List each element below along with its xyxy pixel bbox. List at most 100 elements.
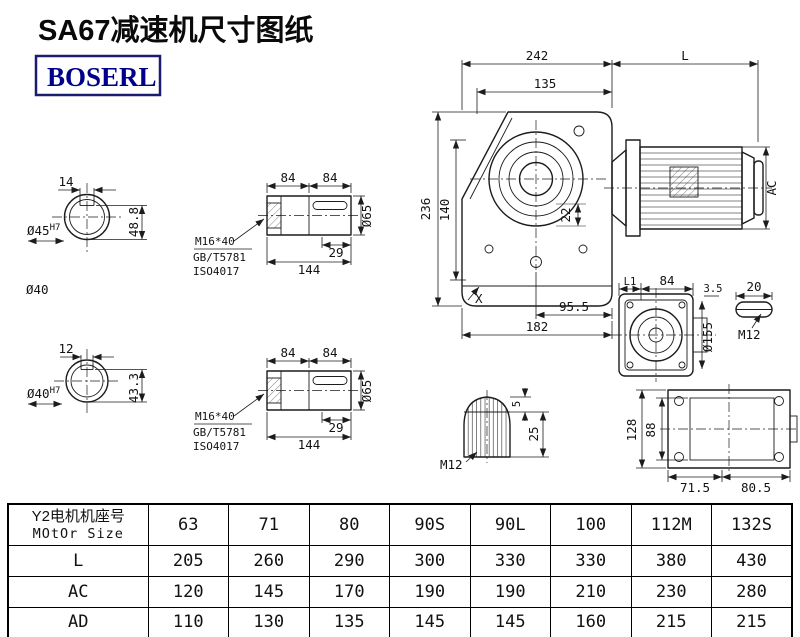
shaft-side-view-top: 84 84 29 144 Ø65 M16*40 GB/T5781 ISO4017	[193, 170, 374, 278]
dim-housing-height: 236	[418, 198, 433, 221]
dim-housing-width: 242	[526, 48, 549, 63]
note-bolt: M16*40	[195, 235, 235, 248]
keyway	[312, 201, 348, 210]
label-m12: M12	[440, 457, 463, 472]
table-cell-frame: 100	[550, 503, 632, 546]
table-cell: 110	[147, 606, 229, 637]
dim-seg1: 84	[280, 170, 295, 185]
gearbox-housing	[461, 111, 613, 307]
shaft-outer-circle	[65, 359, 109, 403]
shaft-bore-circle	[69, 199, 105, 235]
note-bolt: M16*40	[195, 410, 235, 423]
drawing-sheet: SA67减速机尺寸图纸 BOSERL 14 Ø45H7 48.8 Ø40	[26, 13, 799, 495]
shaft-outer-circle	[63, 193, 111, 241]
dim-shaft-dia: Ø65	[359, 205, 374, 228]
table-cell-frame: 80	[308, 503, 390, 546]
note-standard-2: ISO4017	[193, 265, 239, 278]
table-cell: 130	[228, 606, 310, 637]
dim-tip: 5	[511, 401, 523, 407]
table-cell: 330	[469, 544, 551, 577]
table-cell-motor-size: Y2电机机座号 MOtOr Size	[7, 503, 149, 546]
note-standard-1: GB/T5781	[193, 251, 246, 264]
table-cell: 145	[228, 575, 310, 608]
logo-box	[34, 54, 162, 97]
table-cell: 190	[389, 575, 471, 608]
dim-plug-height: 25	[526, 426, 541, 441]
table-cell: 190	[469, 575, 551, 608]
dim-3-5: 3.5	[704, 283, 723, 295]
dim-total-length: 144	[298, 437, 321, 452]
dim-seg1: 84	[280, 345, 295, 360]
table-cell: 145	[469, 606, 551, 637]
table-cell: 205	[147, 544, 229, 577]
dim-dia-155: Ø155	[700, 322, 715, 352]
label-dia40: Ø40	[26, 282, 49, 297]
table-cell-frame: 90S	[389, 503, 471, 546]
center-hole-hatch	[266, 202, 282, 229]
table-row-label: AC	[7, 575, 149, 608]
table-cell: 120	[147, 575, 229, 608]
table-cell: 280	[711, 575, 793, 608]
dim-center-height: 140	[437, 199, 452, 222]
dim-key-length: 29	[328, 245, 343, 260]
table-cell: 300	[389, 544, 471, 577]
table-cell-frame: 63	[147, 503, 229, 546]
dim-motor-height: AC	[764, 180, 779, 195]
motor-dimension-table: Y2电机机座号 MOtOr Size 63 71 80 90S 90L 100 …	[7, 503, 793, 637]
table-cell: 210	[550, 575, 632, 608]
plug-detail: 5 25 M12	[440, 388, 549, 472]
page-title: SA67减速机尺寸图纸	[38, 13, 314, 47]
table-row-label: L	[7, 544, 149, 577]
side-view: L1 84 3.5 Ø155 20 M12	[612, 273, 773, 382]
dim-mount-height: 128	[624, 419, 639, 442]
brand-logo: BOSERL	[47, 62, 157, 92]
dim-95-5: 95.5	[559, 299, 589, 314]
table-cell: 170	[308, 575, 390, 608]
dim-diameter-label: Ø40H7	[27, 386, 60, 401]
dim-key-width: 20	[746, 279, 761, 294]
table-cell: 215	[630, 606, 712, 637]
main-front-view: 242 L 135 236 140 22 95.5 182 X AC	[418, 48, 779, 339]
dim-section-height: 48.8	[126, 207, 141, 237]
shaft-section-bottom: 12 Ø40H7 43.3	[27, 341, 147, 414]
dim-keyway-width: 12	[58, 341, 73, 356]
table-cell: 160	[550, 606, 632, 637]
table-cell: 430	[711, 544, 793, 577]
header-en: MOtOr Size	[32, 526, 124, 543]
dim-key-length: 29	[328, 420, 343, 435]
label-m12: M12	[738, 327, 761, 342]
table-cell: 135	[308, 606, 390, 637]
dim-diameter-label: Ø45H7	[27, 223, 60, 238]
dim-inner-height: 88	[643, 422, 658, 437]
dim-foot2: 80.5	[741, 480, 771, 495]
dim-section-height: 43.3	[126, 373, 141, 403]
motor-terminal-box	[669, 166, 699, 198]
center-hole-hatch	[266, 377, 282, 404]
title-block: SA67减速机尺寸图纸 BOSERL	[34, 13, 314, 97]
table-cell: 215	[711, 606, 793, 637]
bottom-mount-view: 128 88 71.5 80.5	[624, 384, 799, 495]
dim-motor-length: L	[681, 48, 689, 63]
dim-l1: L1	[624, 276, 637, 288]
dim-182: 182	[526, 319, 549, 334]
table-row-AD: AD 110 130 135 145 145 160 215 215	[7, 606, 793, 637]
dim-shaft-dia: Ø65	[359, 380, 374, 403]
table-cell: 290	[308, 544, 390, 577]
table-row-label: AD	[7, 606, 149, 637]
table-header-row: Y2电机机座号 MOtOr Size 63 71 80 90S 90L 100 …	[7, 503, 793, 546]
table-cell: 145	[389, 606, 471, 637]
table-cell: 260	[228, 544, 310, 577]
keyway	[312, 376, 348, 385]
table-cell: 230	[630, 575, 712, 608]
shaft-section-top: 14 Ø45H7 48.8	[27, 174, 147, 252]
table-cell-frame: 112M	[630, 503, 712, 546]
table-cell: 330	[550, 544, 632, 577]
header-cn: Y2电机机座号	[31, 508, 125, 526]
dim-seg2: 84	[322, 345, 337, 360]
dim-total-length: 144	[298, 262, 321, 277]
dim-seg2: 84	[322, 170, 337, 185]
table-cell: 380	[630, 544, 712, 577]
dim-keyway-width: 14	[58, 174, 73, 189]
dim-foot1: 71.5	[680, 480, 710, 495]
table-cell-frame: 71	[228, 503, 310, 546]
